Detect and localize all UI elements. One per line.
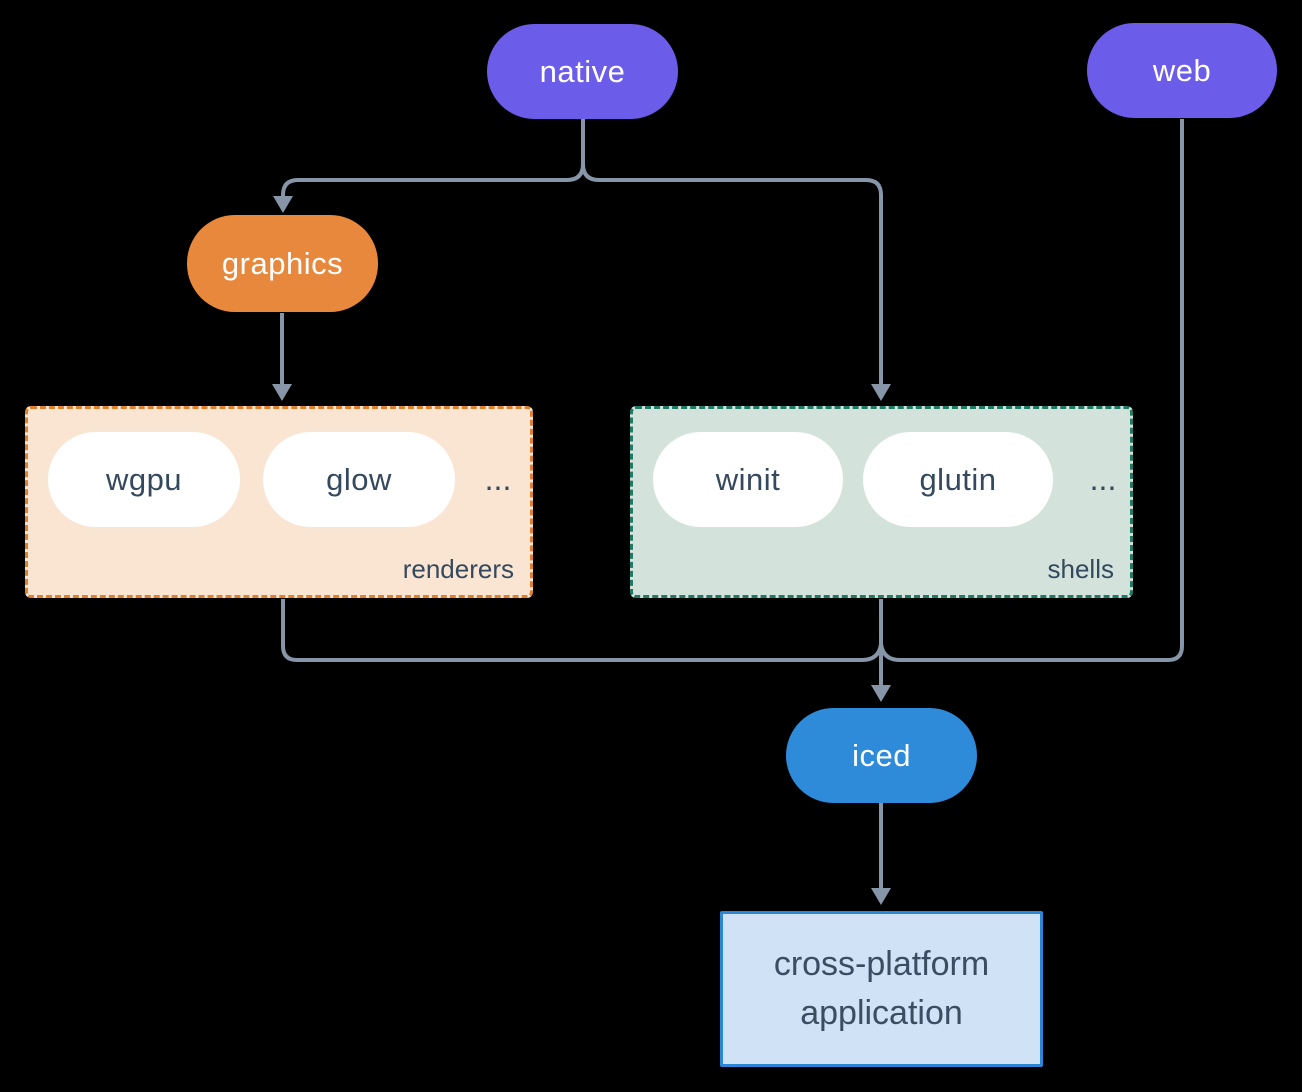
- pill-winit-label: winit: [715, 461, 781, 497]
- arrowhead-renderers: [272, 384, 292, 401]
- pill-glow: glow: [263, 432, 455, 527]
- node-native-label: native: [539, 53, 626, 89]
- edge-native-graphics: [281, 119, 585, 197]
- shells-ellipsis: ...: [1089, 461, 1117, 497]
- node-graphics-label: graphics: [221, 245, 344, 281]
- arrowhead-iced: [871, 685, 891, 702]
- arrowhead-graphics: [273, 196, 293, 213]
- pill-glutin: glutin: [863, 432, 1053, 527]
- node-iced: iced: [786, 708, 977, 803]
- pill-glutin-label: glutin: [919, 461, 997, 497]
- group-shells-label: shells: [1047, 554, 1114, 584]
- node-application-line2: application: [800, 994, 963, 1032]
- node-web-label: web: [1152, 52, 1212, 88]
- arrowhead-application: [871, 888, 891, 905]
- group-renderers-label: renderers: [402, 554, 514, 584]
- pill-glow-label: glow: [326, 461, 392, 497]
- group-renderers: wgpu glow ... renderers: [25, 406, 533, 598]
- group-shells: winit glutin ... shells: [630, 406, 1133, 598]
- renderers-ellipsis: ...: [484, 461, 512, 497]
- node-web: web: [1087, 23, 1277, 118]
- edge-native-shells: [581, 119, 883, 385]
- pill-wgpu: wgpu: [48, 432, 240, 527]
- pill-wgpu-label: wgpu: [105, 461, 183, 497]
- edge-renderers-iced: [281, 599, 883, 662]
- node-native: native: [487, 24, 678, 119]
- pill-winit: winit: [653, 432, 843, 527]
- node-application: cross-platform application: [720, 911, 1043, 1067]
- node-iced-label: iced: [852, 737, 911, 773]
- arrowhead-shells: [871, 384, 891, 401]
- node-application-line1: cross-platform: [773, 944, 990, 983]
- node-graphics: graphics: [187, 215, 378, 312]
